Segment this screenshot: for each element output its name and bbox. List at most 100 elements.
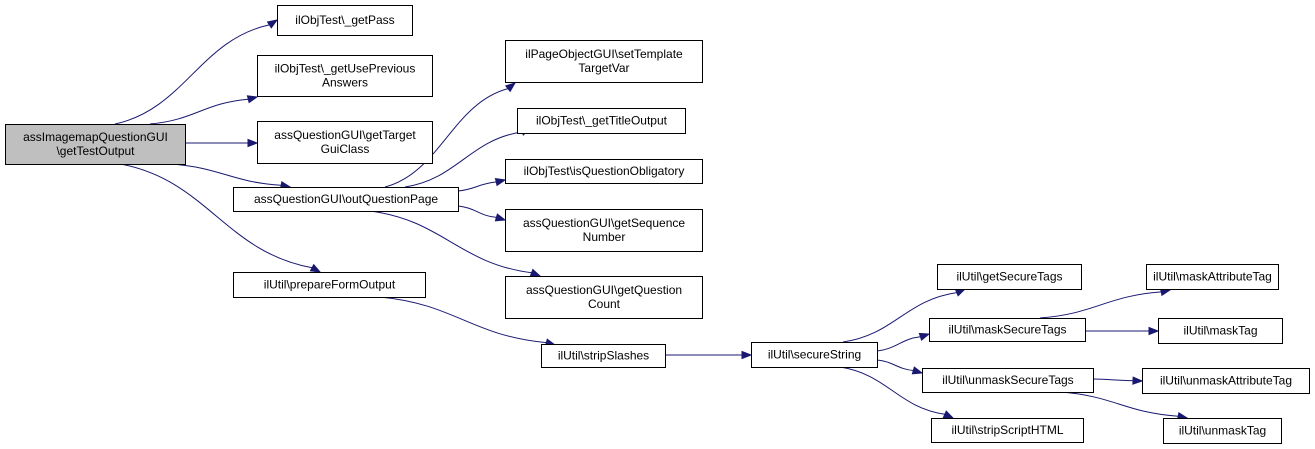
node-box [505,159,703,184]
node-box [1142,368,1310,394]
edge-arrowhead [1132,376,1144,385]
node-unmaskTag[interactable]: ilUtil\unmaskTag [1163,418,1282,444]
node-box [751,342,878,368]
node-root[interactable]: assImagemapQuestionGUI\getTestOutput [5,124,186,165]
edge-line [379,296,547,344]
edge-line [1039,291,1162,319]
node-box [937,264,1082,290]
node-box [257,55,433,97]
node-box [505,276,703,319]
node-box [1146,264,1279,290]
edge-maskSecureTags-to-maskAttributeTag [1039,287,1172,319]
node-label: ilUtil\maskAttributeTag [1153,270,1272,284]
edge-arrowhead [266,19,279,29]
node-isQuestionObligatory[interactable]: ilObjTest\isQuestionObligatory [505,159,703,184]
edge-root-to-getPass [114,19,279,125]
node-getPass[interactable]: ilObjTest\_getPass [277,5,413,36]
node-label: ilObjTest\_getPass [295,13,394,27]
node-box [277,5,413,36]
node-label: ilUtil\stripScriptHTML [951,423,1063,437]
node-label: ilObjTest\_getTitleOutput [536,114,668,128]
edge-arrowhead [504,82,517,93]
node-outQuestionPage[interactable]: assQuestionGUI\outQuestionPage [233,187,459,212]
node-box [929,318,1086,342]
node-label: assImagemapQuestionGUI [23,130,168,144]
edge-unmaskSecureTags-to-unmaskAttributeTag [1092,376,1144,385]
edge-secureString-to-unmaskSecureTags [876,359,924,375]
node-label: ilUtil\maskSecureTags [948,323,1066,337]
edge-stripSlashes-to-secureString [665,350,753,360]
node-box [1158,318,1283,344]
edge-secureString-to-getSecureTags [842,288,967,343]
edge-line [404,131,522,188]
edge-arrowhead [954,288,967,297]
edge-arrowhead [246,95,259,104]
edge-maskSecureTags-to-maskTag [1085,326,1160,336]
edge-arrowhead [494,178,507,187]
node-box [505,40,703,83]
edge-arrowhead [918,332,931,341]
node-label: assQuestionGUI\getTarget [274,128,416,142]
edge-line [457,181,497,192]
node-label: ilUtil\unmaskSecureTags [942,373,1073,387]
edge-unmaskSecureTags-to-unmaskTag [1059,391,1189,421]
node-label: ilObjTest\_getUsePrevious [275,62,416,76]
edge-outQuestionPage-to-isQuestionObligatory [457,178,507,192]
nodes-layer: assImagemapQuestionGUI\getTestOutput ilOb… [5,5,1310,444]
node-stripScriptHTML[interactable]: ilUtil\stripScriptHTML [931,418,1084,443]
node-getSecureTags[interactable]: ilUtil\getSecureTags [937,264,1082,290]
node-label: assQuestionGUI\getQuestion [526,283,682,297]
node-label: ilPageObjectGUI\setTemplate [525,47,683,61]
node-box [1163,418,1282,444]
edge-line [876,359,914,371]
node-stripSlashes[interactable]: ilUtil\stripSlashes [541,344,666,368]
node-unmaskSecureTags[interactable]: ilUtil\unmaskSecureTags [922,368,1094,393]
node-label: Answers [322,76,368,90]
edge-line [384,88,509,188]
edge-root-to-getUsePrev [149,95,259,125]
node-box [233,187,459,212]
node-box [5,124,186,165]
node-box [505,209,703,252]
node-getTitleOutput[interactable]: ilObjTest\_getTitleOutput [517,108,686,134]
node-label: ilUtil\getSecureTags [956,270,1062,284]
edge-arrowhead [247,138,259,148]
node-label: TargetVar [578,61,629,75]
node-secureString[interactable]: ilUtil\secureString [751,342,878,368]
edge-arrowhead [529,268,542,277]
node-maskTag[interactable]: ilUtil\maskTag [1158,318,1283,344]
node-label: ilUtil\unmaskTag [1179,424,1266,438]
node-box [517,108,686,134]
node-label: ilUtil\secureString [768,348,861,362]
node-label: ilObjTest\isQuestionObligatory [524,164,685,178]
edge-line [169,163,282,186]
edge-arrowhead [911,366,924,375]
node-label: Number [583,230,626,244]
node-label: ilUtil\prepareFormOutput [264,278,396,292]
node-label: \getTestOutput [56,144,135,158]
edge-line [457,205,497,218]
node-box [931,418,1084,443]
node-maskSecureTags[interactable]: ilUtil\maskSecureTags [929,318,1086,342]
edge-line [114,24,270,125]
node-unmaskAttributeTag[interactable]: ilUtil\unmaskAttributeTag [1142,368,1310,394]
edge-arrowhead [494,213,507,222]
edge-arrowhead [1148,326,1160,336]
edge-line [842,292,957,343]
edge-arrowhead [741,350,753,360]
node-box [233,272,426,298]
node-prepareFormOutput[interactable]: ilUtil\prepareFormOutput [233,272,426,298]
edge-secureString-to-maskSecureTags [876,332,931,352]
edge-line [149,98,249,125]
node-label: assQuestionGUI\getSequence [523,216,685,230]
edge-arrowhead [309,263,322,273]
node-maskAttributeTag[interactable]: ilUtil\maskAttributeTag [1146,264,1279,290]
edge-arrowhead [942,410,955,419]
node-label: Count [588,297,621,311]
